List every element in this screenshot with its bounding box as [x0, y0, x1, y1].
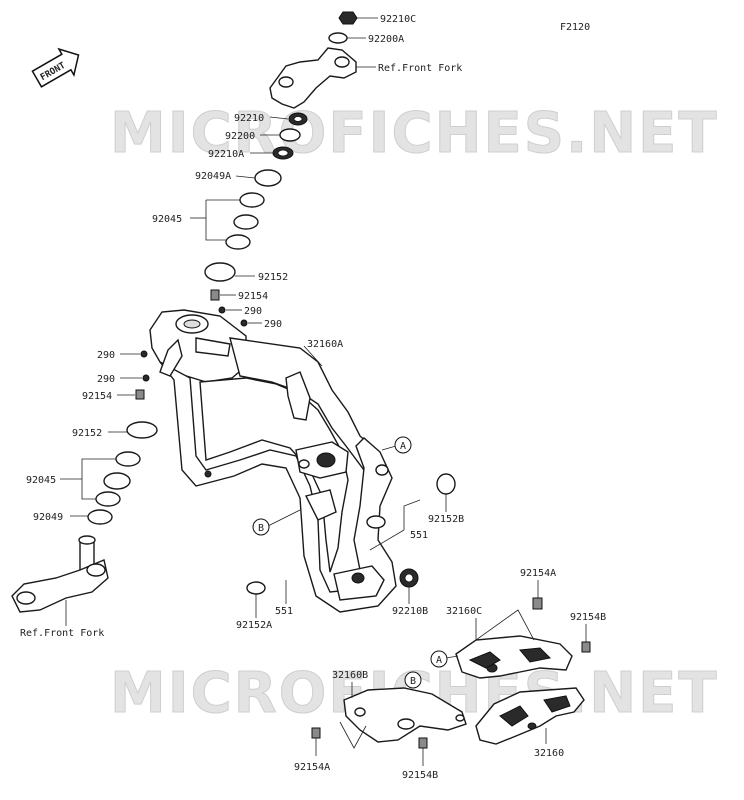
bearing-race-92045-left	[115, 451, 141, 467]
callout-92200: 92200	[225, 131, 255, 142]
figure-code: F2120	[560, 22, 590, 33]
bracket-32160B	[343, 687, 467, 743]
seal-92049	[87, 509, 113, 525]
pin-290-a	[218, 306, 226, 314]
callout-92049A: 92049A	[195, 171, 231, 182]
callout-92154-top: 92154	[238, 291, 268, 302]
bearing-92045-upper	[239, 192, 265, 208]
bearing-92045-left-upper	[103, 472, 131, 490]
callout-92152B: 92152B	[428, 514, 464, 525]
bolt-92154A-bottom	[311, 727, 321, 739]
steering-stem-nut	[338, 11, 358, 25]
bearing-race-92045-upper	[233, 214, 259, 230]
bearing-race-92045-lower	[225, 234, 251, 250]
callout-92152-top: 92152	[258, 272, 288, 283]
callout-290-a: 290	[244, 306, 262, 317]
callout-92200A: 92200A	[368, 34, 404, 45]
watermark-top: MICROFICHES.NET	[110, 101, 719, 166]
clamp-hole-right	[334, 56, 350, 68]
clamp-hole-left	[278, 76, 294, 88]
callout-32160B: 32160B	[332, 670, 368, 681]
main-frame-32160A	[149, 309, 397, 613]
bolt-92154-top	[210, 289, 220, 301]
front-arrow-icon: FRONT	[31, 47, 80, 88]
circle-marker-B-frame: B	[258, 523, 264, 534]
callout-92210B: 92210B	[392, 606, 428, 617]
callout-92210A: 92210A	[208, 149, 244, 160]
callout-32160C: 32160C	[446, 606, 482, 617]
callout-92045-top: 92045	[152, 214, 182, 225]
race-cup-92152-left	[126, 421, 158, 439]
cap-92152A	[246, 581, 266, 595]
callout-290-c: 290	[97, 350, 115, 361]
callout-32160: 32160	[534, 748, 564, 759]
washer-92200	[279, 128, 301, 142]
bearing-92045-left-lower	[95, 491, 121, 507]
callout-92210C: 92210C	[380, 14, 416, 25]
seal-92049A	[254, 169, 282, 187]
bolt-92154-left	[135, 389, 145, 400]
washer-92200A	[328, 32, 348, 44]
callout-92049: 92049	[33, 512, 63, 523]
callout-92152A: 92152A	[236, 620, 272, 631]
race-cup-92152-top	[204, 262, 236, 282]
callout-ref-front-fork-top: Ref.Front Fork	[378, 63, 462, 74]
pin-290-d	[142, 374, 150, 382]
pin-290-c	[140, 350, 148, 358]
callout-92154A-bottom: 92154A	[294, 762, 330, 773]
callout-ref-front-fork-bottom: Ref.Front Fork	[20, 628, 104, 639]
callout-92152-left: 92152	[72, 428, 102, 439]
callout-551-left: 551	[275, 606, 293, 617]
bolt-92154A-top	[532, 597, 543, 610]
circle-marker-A-frame: A	[400, 441, 406, 452]
callout-290-d: 290	[97, 374, 115, 385]
callout-290-b: 290	[264, 319, 282, 330]
callout-92045-left: 92045	[26, 475, 56, 486]
circle-marker-A-bracket: A	[436, 655, 442, 666]
callout-92154-left: 92154	[82, 391, 112, 402]
cap-92152B	[436, 473, 456, 495]
pin-290-b	[240, 319, 248, 327]
callout-92210: 92210	[234, 113, 264, 124]
callout-92154B-bottom: 92154B	[402, 770, 438, 781]
callout-92154B-right: 92154B	[570, 612, 606, 623]
bolt-92154B-bottom	[418, 737, 428, 749]
callout-32160A: 32160A	[307, 339, 343, 350]
bolt-92154B-right	[581, 641, 591, 653]
callout-551-right: 551	[410, 530, 428, 541]
bracket-32160	[475, 687, 585, 745]
callout-92154A-top: 92154A	[520, 568, 556, 579]
bracket-32160C	[455, 635, 573, 679]
lower-triple-clamp	[11, 535, 109, 613]
circle-marker-B-bracket: B	[410, 676, 416, 687]
